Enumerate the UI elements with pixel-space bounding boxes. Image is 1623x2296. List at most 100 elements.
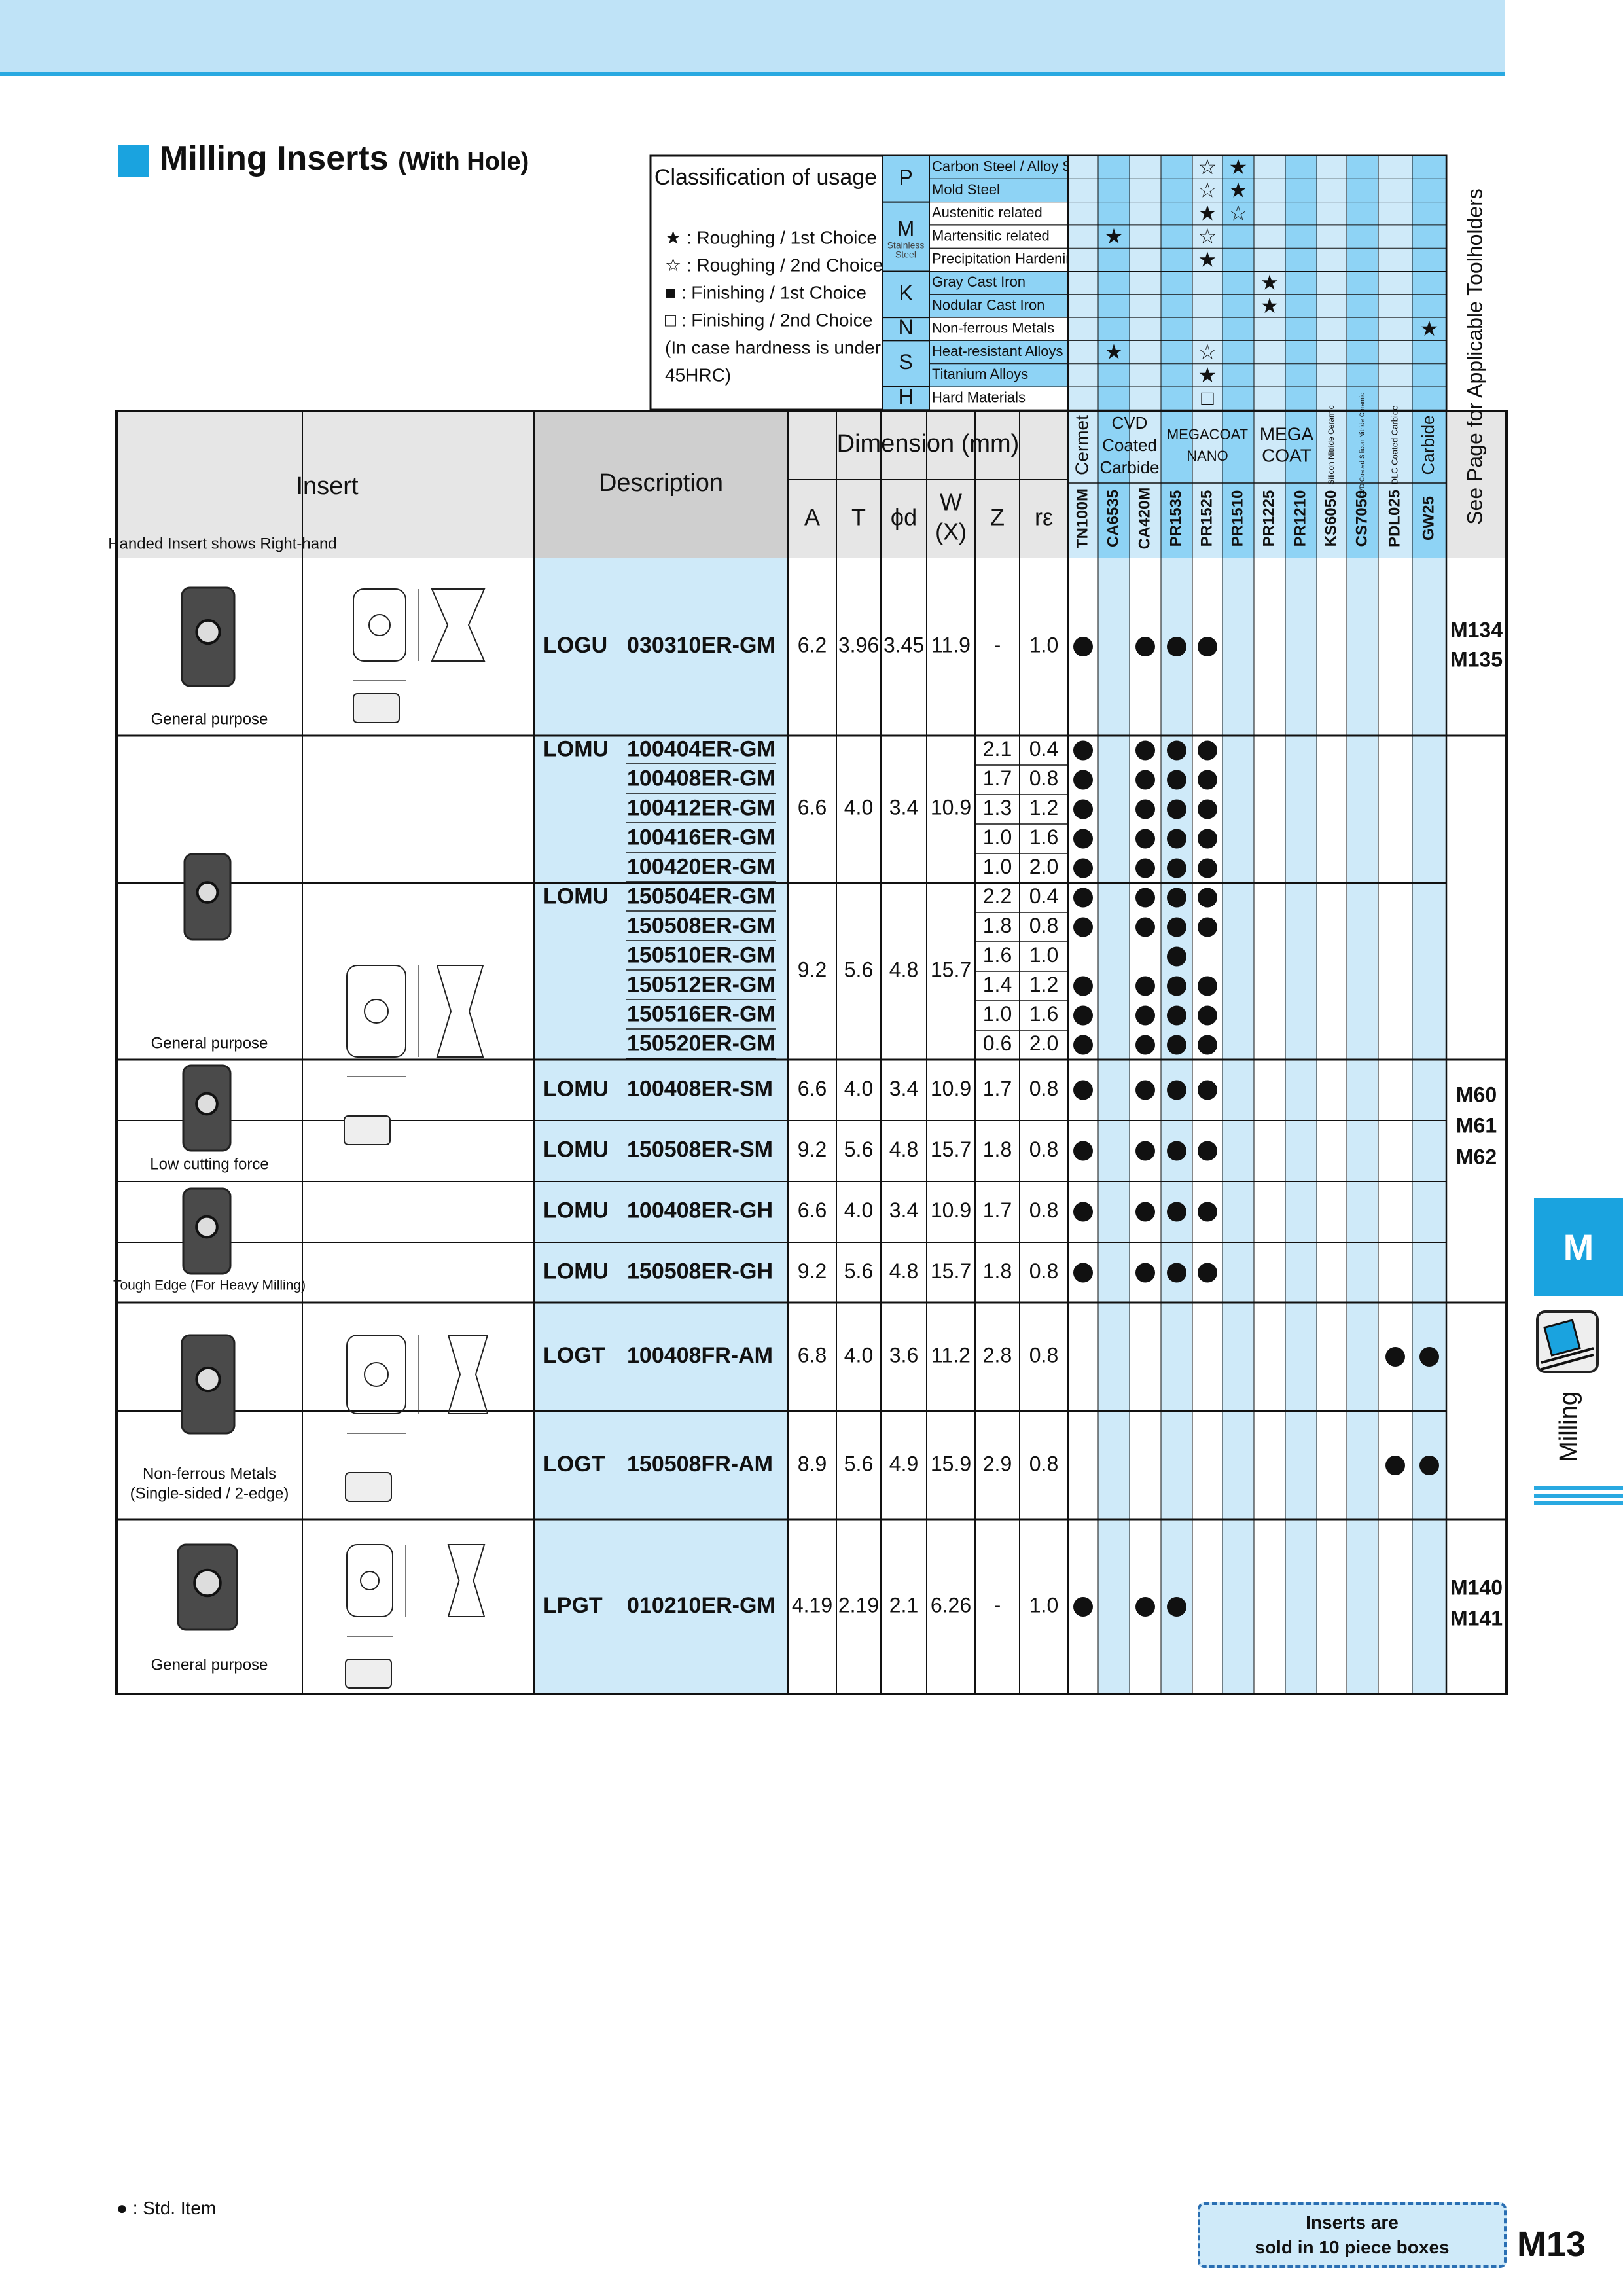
desc-code: 100408ER-GH	[627, 1198, 773, 1223]
usage-legend-item: ★ : Roughing / 1st Choice	[665, 227, 877, 247]
grade-header-col	[1068, 411, 1098, 558]
material-label: Austenitic related	[932, 204, 1043, 221]
dim-value: 6.6	[798, 1077, 827, 1100]
std-item-dot	[1198, 1263, 1217, 1283]
insert-drawing	[346, 1335, 406, 1414]
see-page-header: See Page for Applicable Toolholders	[1463, 188, 1486, 525]
dim-value: 10.9	[931, 795, 971, 819]
std-item-dot	[1167, 740, 1186, 761]
grade-group: COAT	[1262, 445, 1311, 465]
see-header-bg	[1446, 411, 1507, 558]
classification-heading: Classification of usage	[654, 165, 877, 190]
desc-code: 030310ER-GM	[627, 633, 776, 658]
std-item-dot	[1167, 1597, 1186, 1617]
grade-name: GW25	[1419, 496, 1437, 541]
usage-mark: ★	[1420, 317, 1439, 340]
insert-side-view	[447, 1544, 486, 1617]
dim-value: 0.8	[1029, 1343, 1058, 1367]
desc-code: 150510ER-GM	[627, 942, 776, 967]
milling-icon	[1535, 1309, 1600, 1374]
desc-header-bg	[534, 411, 788, 558]
drawing-hole	[364, 999, 389, 1024]
desc-series: LOGU	[543, 633, 607, 658]
group-sub: Stainless	[887, 240, 925, 250]
insert-caption: General purpose	[151, 1034, 268, 1052]
usage-legend-item: ☆ : Roughing / 2nd Choice	[665, 255, 883, 275]
std-item-dot	[1073, 637, 1093, 656]
std-item-dot	[1167, 976, 1186, 996]
class-grade-col	[1285, 156, 1317, 410]
std-item-dot	[1073, 1141, 1093, 1161]
std-item-dot	[1135, 770, 1155, 790]
dim-header: rε	[1035, 504, 1053, 531]
std-item-dot	[1198, 1141, 1217, 1161]
std-item-dot	[1073, 976, 1093, 996]
grade-col-bg	[1378, 558, 1412, 1694]
desc-code: 100412ER-GM	[627, 795, 776, 820]
std-item-dot	[1135, 858, 1155, 878]
std-item-dot	[1135, 1005, 1155, 1026]
std-item-dot	[1135, 799, 1155, 819]
grade-col-bg	[1222, 558, 1254, 1694]
dimension-header: Dimension (mm)	[837, 430, 1020, 457]
std-item-dot	[1198, 917, 1217, 937]
std-item-dot	[1073, 1080, 1093, 1100]
class-grade-col	[1347, 156, 1378, 410]
group-sub: Steel	[895, 249, 916, 259]
std-item-dot	[1198, 637, 1217, 656]
std-item-dot	[1167, 1080, 1186, 1100]
insert-drawing	[346, 965, 406, 1058]
dim-value: 6.26	[931, 1593, 971, 1617]
std-item-dot	[1198, 888, 1217, 908]
grade-header-col	[1285, 411, 1317, 558]
desc-code: 150508ER-GM	[627, 913, 776, 938]
insert-caption: Tough Edge (For Heavy Milling)	[113, 1278, 306, 1293]
dim-value: 4.0	[844, 1343, 873, 1367]
insert-hole	[195, 1366, 221, 1393]
dim-value: 1.0	[1029, 1593, 1058, 1617]
grade-group: MEGA	[1260, 423, 1314, 444]
desc-code: 100404ER-GM	[627, 736, 776, 761]
usage-mark: ★	[1105, 224, 1124, 248]
grade-header-col	[1347, 411, 1378, 558]
dim-value: 1.7	[983, 766, 1012, 790]
grade-name: CS7050	[1353, 490, 1370, 547]
grade-col-bg	[1192, 558, 1222, 1694]
usage-mark: ☆	[1229, 202, 1248, 225]
desc-code: 150508ER-SM	[627, 1137, 773, 1162]
usage-mark: ★	[1105, 340, 1124, 364]
grade-group: MEGACOAT	[1167, 426, 1248, 442]
drawing-hole	[364, 1362, 389, 1387]
dim-value: 2.1	[983, 737, 1012, 761]
dim-value: 10.9	[931, 1077, 971, 1100]
grade-header-col	[1130, 411, 1161, 558]
insert-hole	[195, 1092, 219, 1116]
class-grade-col	[1254, 156, 1285, 410]
std-item-dot	[1135, 1263, 1155, 1283]
insert-note: Handed Insert shows Right-hand	[108, 535, 337, 552]
insert-3d-view	[345, 1659, 392, 1689]
std-item-dot	[1198, 1005, 1217, 1026]
dim-value: 10.9	[931, 1198, 971, 1222]
insert-caption: Low cutting force	[150, 1155, 268, 1173]
dim-value: -	[994, 633, 1001, 656]
dim-value: 1.4	[983, 973, 1012, 996]
std-item-dot	[1198, 799, 1217, 819]
grade-group: Cermet	[1071, 415, 1092, 475]
drawing-hole	[368, 614, 391, 636]
std-item-dot	[1073, 858, 1093, 878]
std-item-dot	[1198, 770, 1217, 790]
grade-col-bg	[1068, 558, 1098, 1694]
dim-header: W	[940, 489, 962, 516]
insert-caption: Non-ferrous Metals	[143, 1465, 276, 1482]
std-item-dot	[1073, 917, 1093, 937]
dim-value: -	[994, 1593, 1001, 1617]
side-tab-m[interactable]: M	[1534, 1198, 1623, 1296]
desc-code: 150508ER-GH	[627, 1259, 773, 1283]
std-item-dot	[1073, 888, 1093, 908]
class-grade-col	[1161, 156, 1192, 410]
dim-value: 2.2	[983, 884, 1012, 908]
grade-col-bg	[1285, 558, 1317, 1694]
